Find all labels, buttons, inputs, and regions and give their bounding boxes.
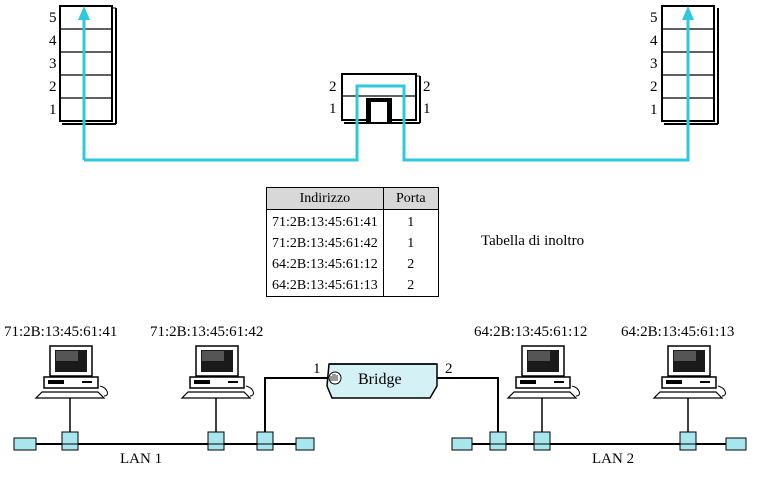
right-protocol-stack: 5 4 3 2 1	[650, 5, 719, 125]
table-row: 71:2B:13:45:61:41 1	[266, 209, 439, 233]
computer-icon-host-3	[506, 345, 580, 399]
data-path	[78, 6, 694, 162]
table-cell-port: 2	[382, 275, 439, 297]
hand-icon	[328, 371, 342, 385]
lan2-label: LAN 2	[592, 451, 635, 467]
left-layer-4: 4	[49, 33, 57, 49]
computer-icon-host-2	[180, 345, 254, 399]
bridge-layer-1-right: 1	[423, 101, 431, 117]
table-header-address: Indirizzo	[266, 187, 384, 210]
table-cell-address: 71:2B:13:45:61:41	[266, 209, 384, 233]
table-row: 64:2B:13:45:61:12 2	[266, 254, 439, 275]
host-address-4: 64:2B:13:45:61:13	[621, 324, 735, 340]
bridge-device: Bridge 1 2	[313, 361, 453, 399]
lan1-label: LAN 1	[120, 451, 163, 467]
right-layer-2: 2	[650, 79, 658, 95]
table-cell-port: 2	[382, 254, 439, 275]
left-layer-3: 3	[49, 56, 57, 72]
table-header-port: Porta	[382, 187, 439, 210]
left-protocol-stack: 5 4 3 2 1	[49, 5, 117, 125]
bridge-layer-2-right: 2	[423, 79, 431, 95]
bridge-links	[264, 377, 499, 432]
bridge-protocol-stack: 2 1 2 1	[329, 73, 431, 124]
host-address-1: 71:2B:13:45:61:41	[4, 324, 118, 340]
lan2-segment	[451, 398, 747, 451]
right-layer-1: 1	[650, 102, 658, 118]
host-address-3: 64:2B:13:45:61:12	[474, 324, 588, 340]
computer-icon-host-1	[34, 345, 108, 399]
table-row: 64:2B:13:45:61:13 2	[266, 275, 439, 297]
bridge-label: Bridge	[358, 371, 402, 388]
bridge-port-2: 2	[445, 361, 453, 377]
forwarding-table: Indirizzo Porta 71:2B:13:45:61:41 1 71:2…	[266, 187, 439, 297]
table-row: 71:2B:13:45:61:42 1	[266, 233, 439, 254]
table-cell-address: 64:2B:13:45:61:12	[266, 254, 384, 275]
bridge-port-1: 1	[313, 361, 321, 377]
host-address-2: 71:2B:13:45:61:42	[150, 324, 264, 340]
right-layer-3: 3	[650, 56, 658, 72]
table-caption: Tabella di inoltro	[481, 233, 585, 249]
bridge-layer-2-left: 2	[329, 79, 337, 95]
bridge-layer-1-left: 1	[329, 101, 337, 117]
table-cell-address: 71:2B:13:45:61:42	[266, 233, 384, 254]
left-layer-1: 1	[49, 102, 57, 118]
computer-icon-host-4	[652, 345, 726, 399]
right-layer-4: 4	[650, 33, 658, 49]
table-cell-port: 1	[382, 233, 439, 254]
left-layer-2: 2	[49, 79, 57, 95]
table-cell-port: 1	[382, 209, 439, 233]
lan1-segment	[13, 398, 315, 451]
table-cell-address: 64:2B:13:45:61:13	[266, 275, 384, 297]
right-layer-5: 5	[650, 10, 658, 26]
left-layer-5: 5	[49, 10, 57, 26]
